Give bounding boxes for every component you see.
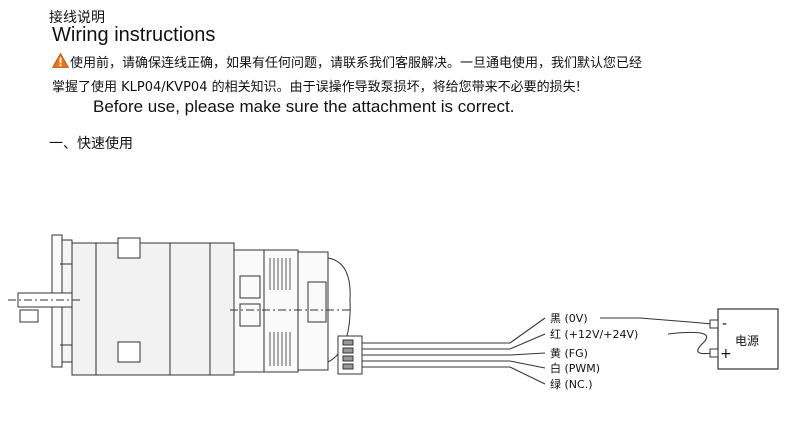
power-supply-box: - + 电源 xyxy=(709,308,779,370)
power-plus-terminal: + xyxy=(720,346,732,362)
wire-bundle xyxy=(362,317,546,385)
wire-label-red: 红 (+12V/+24V) xyxy=(550,328,638,341)
wire-label-black: 黑 (0V) xyxy=(550,312,588,325)
before-use-note: Before use, please make sure the attachm… xyxy=(93,97,515,116)
power-wires xyxy=(600,317,713,355)
warning-icon xyxy=(52,53,69,68)
power-minus-terminal: - xyxy=(722,316,727,332)
warning-text-line1: 使用前，请确保连线正确，如果有任何问题，请联系我们客服解决。一旦通电使用，我们默… xyxy=(70,56,643,71)
wire-label-white: 白 (PWM) xyxy=(550,361,600,375)
warning-text-line2: 掌握了使用 KLP04/KVP04 的相关知识。由于误操作导致泵损坏，将给您带来… xyxy=(52,80,581,95)
pump-motor-drawing xyxy=(8,234,363,376)
section-title-quick-use: 一、快速使用 xyxy=(49,136,133,152)
wire-label-green: 绿 (NC.) xyxy=(550,377,593,391)
power-supply-label: 电源 xyxy=(735,334,759,348)
heading-chinese: 接线说明 xyxy=(49,10,105,26)
wire-label-yellow: 黄 (FG) xyxy=(550,346,588,360)
heading-english: Wiring instructions xyxy=(52,24,216,46)
